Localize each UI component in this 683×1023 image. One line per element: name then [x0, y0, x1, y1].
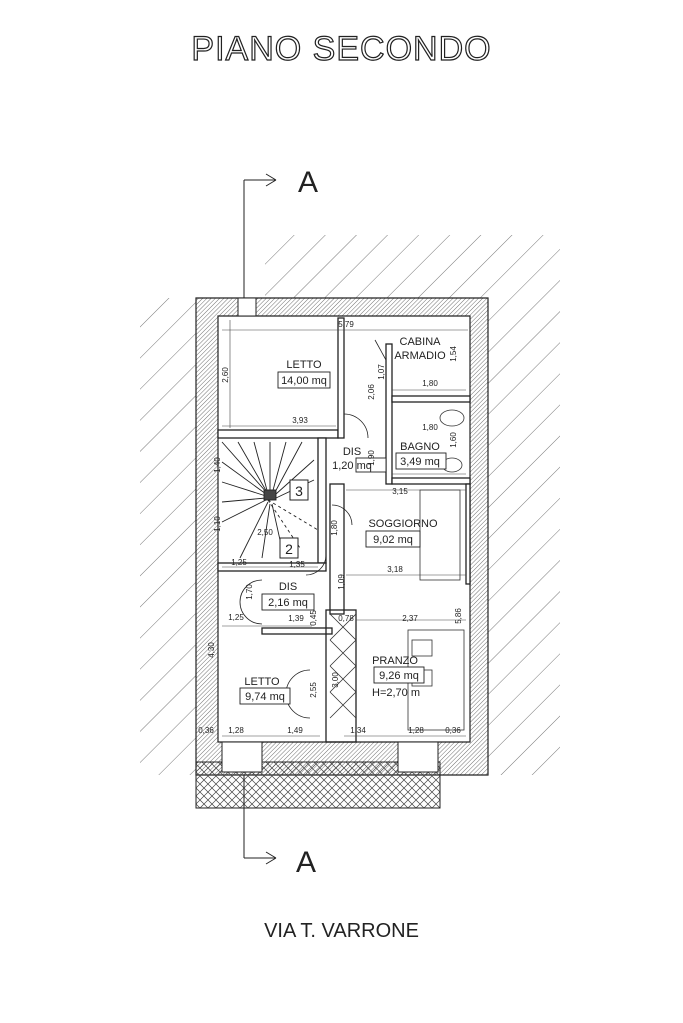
dimension-label: 1,09	[337, 574, 346, 590]
dimension-label: 1,80	[330, 520, 339, 536]
dimension-label: 1,25	[228, 613, 244, 622]
room-cabina-name-1: CABINA	[400, 336, 442, 348]
dimension-label: 1,54	[449, 346, 458, 362]
drawing-title: PIANO SECONDO	[191, 29, 492, 68]
dimension-label: 1,49	[287, 726, 303, 735]
top-window	[237, 297, 257, 317]
dimension-label: 0,36	[198, 726, 214, 735]
dimension-label: 5,79	[338, 320, 354, 329]
dimension-label: 3,93	[292, 416, 308, 425]
dimension-label: 1,80	[422, 379, 438, 388]
neighbour-hatch-right	[428, 235, 560, 775]
dimension-label: 0,45	[309, 610, 318, 626]
area-boxes	[239, 371, 447, 705]
dimension-label: 2,50	[257, 528, 273, 537]
dimension-label: 1,35	[289, 560, 305, 569]
dimension-lines	[222, 320, 468, 737]
room-soggiorno-name: SOGGIORNO	[368, 518, 438, 530]
section-label-top: A	[298, 166, 318, 199]
room-letto-1-area: 14,00 mq	[281, 375, 327, 387]
dimension-labels: 5,79 2,60 3,93 1,07 2,06 1,80 1,54 1,80 …	[198, 320, 463, 735]
dimension-label: 2,06	[367, 384, 376, 400]
dimension-label: 3,00	[331, 672, 340, 688]
dimension-label: 5,86	[454, 608, 463, 624]
room-letto-2-area: 9,74 mq	[245, 691, 285, 703]
dimension-label: 1,70	[245, 584, 254, 600]
section-label-bottom: A	[296, 846, 316, 879]
dimension-label: 1,07	[377, 364, 386, 380]
dimension-label: 1,40	[213, 457, 222, 473]
dimension-label: 2,55	[309, 682, 318, 698]
dimension-label: 4,30	[207, 642, 216, 658]
window-right	[397, 741, 439, 773]
dimension-label: 1,34	[350, 726, 366, 735]
room-soggiorno-area: 9,02 mq	[373, 534, 413, 546]
dimension-label: 2,37	[402, 614, 418, 623]
dimension-label: 3,18	[387, 565, 403, 574]
dimension-label: 1,60	[449, 432, 458, 448]
dimension-label: 1,25	[231, 558, 247, 567]
dimension-label: 0,78	[338, 614, 354, 623]
room-bagno-name: BAGNO	[400, 441, 440, 453]
step-number-upper: 3	[295, 483, 303, 499]
room-dis-1-area: 1,20 mq	[332, 460, 372, 472]
dimension-label: 1,39	[288, 614, 304, 623]
neighbour-hatch-top	[265, 235, 428, 298]
dimension-label: 1,90	[367, 450, 376, 466]
room-dis-2-area: 2,16 mq	[268, 597, 308, 609]
neighbour-hatch-left	[140, 298, 196, 775]
dimension-label: 2,60	[221, 367, 230, 383]
window-left	[221, 741, 263, 773]
room-pranzo-area: 9,26 mq	[379, 670, 419, 682]
dimension-label: 1,28	[408, 726, 424, 735]
step-box-lower	[279, 537, 299, 559]
dimension-label: 3,15	[392, 487, 408, 496]
room-letto-2-name: LETTO	[244, 676, 280, 688]
room-bagno-area: 3,49 mq	[400, 456, 440, 468]
dimension-label: 1,10	[213, 516, 222, 532]
step-box-upper	[289, 479, 309, 501]
section-line	[243, 173, 277, 865]
room-cabina-name-2: ARMADIO	[394, 350, 446, 362]
street-name: VIA T. VARRONE	[264, 920, 419, 942]
dimension-label: 1,80	[422, 423, 438, 432]
room-pranzo-name: PRANZO	[372, 655, 418, 667]
outer-walls	[195, 297, 489, 776]
dimension-label: 1,28	[228, 726, 244, 735]
room-dis-2-name: DIS	[279, 581, 297, 593]
dimension-label: 0,36	[445, 726, 461, 735]
room-dis-1-name: DIS	[343, 446, 361, 458]
room-pranzo-height: H=2,70 m	[372, 687, 420, 699]
step-number-lower: 2	[285, 541, 293, 557]
room-letto-1-name: LETTO	[286, 359, 322, 371]
